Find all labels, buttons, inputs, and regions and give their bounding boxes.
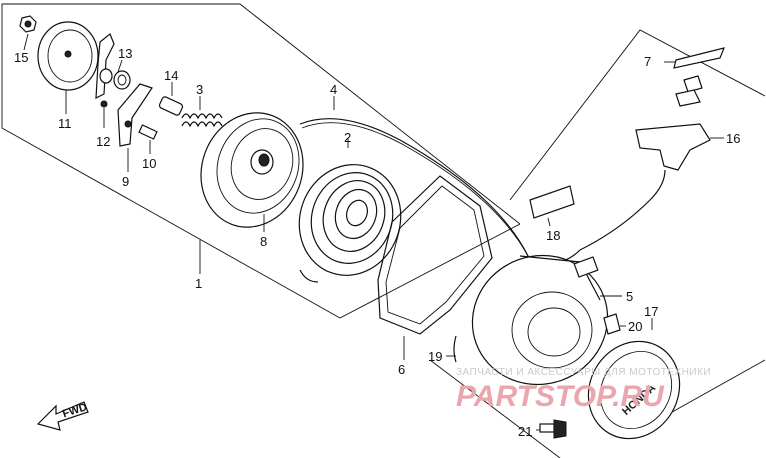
part-label-2: 2	[344, 130, 351, 145]
part-label-8: 8	[260, 234, 267, 249]
part-label-12: 12	[96, 134, 110, 149]
washer-13	[99, 68, 131, 90]
part-label-17: 17	[644, 304, 658, 319]
assembly-frame	[1, 3, 766, 458]
part-label-20: 20	[628, 319, 642, 334]
watermark-brand-text: PARTSTOP.RU	[456, 380, 665, 413]
part-label-9: 9	[122, 174, 129, 189]
collar-14	[158, 96, 184, 116]
leader-lines	[23, 33, 724, 431]
starter-rope-4	[299, 118, 666, 265]
part-label-5: 5	[626, 289, 633, 304]
fwd-direction-marker: FWD	[36, 401, 89, 431]
label-20	[603, 313, 621, 335]
part-label-19: 19	[428, 349, 442, 364]
drive-plate-9	[117, 83, 153, 147]
watermark: ЗАПЧАСТИ И АКСЕССУАРЫ ДЛЯ МОТОТЕХНИКИ PA…	[456, 367, 711, 413]
starter-housing-5	[471, 254, 609, 386]
part-label-15: 15	[14, 50, 28, 65]
nut-15	[19, 15, 37, 33]
part-label-4: 4	[330, 82, 337, 97]
part-label-21: 21	[518, 424, 532, 439]
clip-19	[453, 335, 457, 363]
recoil-spring-2	[298, 164, 402, 283]
fwd-label: FWD	[61, 401, 89, 420]
friction-plate-11	[37, 21, 99, 91]
part-label-3: 3	[196, 82, 203, 97]
part-label-10: 10	[142, 156, 156, 171]
part-label-7: 7	[644, 54, 651, 69]
pin-7	[673, 47, 725, 69]
pulley-8	[200, 112, 304, 228]
part-label-14: 14	[164, 68, 178, 83]
gasket-6	[377, 175, 493, 335]
label-18	[529, 185, 575, 219]
part-label-6: 6	[398, 362, 405, 377]
part-label-11: 11	[58, 116, 72, 131]
part-label-13: 13	[118, 46, 132, 61]
cover-17: HONDA	[587, 340, 681, 440]
part-number-labels: 15 11 12 13 14 3 9 10 2 4 8 1 6 18 5 17 …	[14, 46, 740, 439]
starter-handle-16	[635, 75, 711, 171]
spring-3	[181, 113, 223, 128]
part-label-1: 1	[195, 276, 202, 291]
watermark-top-text: ЗАПЧАСТИ И АКСЕССУАРЫ ДЛЯ МОТОТЕХНИКИ	[456, 367, 711, 378]
part-label-16: 16	[726, 131, 740, 146]
pin-10	[138, 124, 158, 140]
bolt-21	[539, 419, 567, 439]
part-label-18: 18	[546, 228, 560, 243]
